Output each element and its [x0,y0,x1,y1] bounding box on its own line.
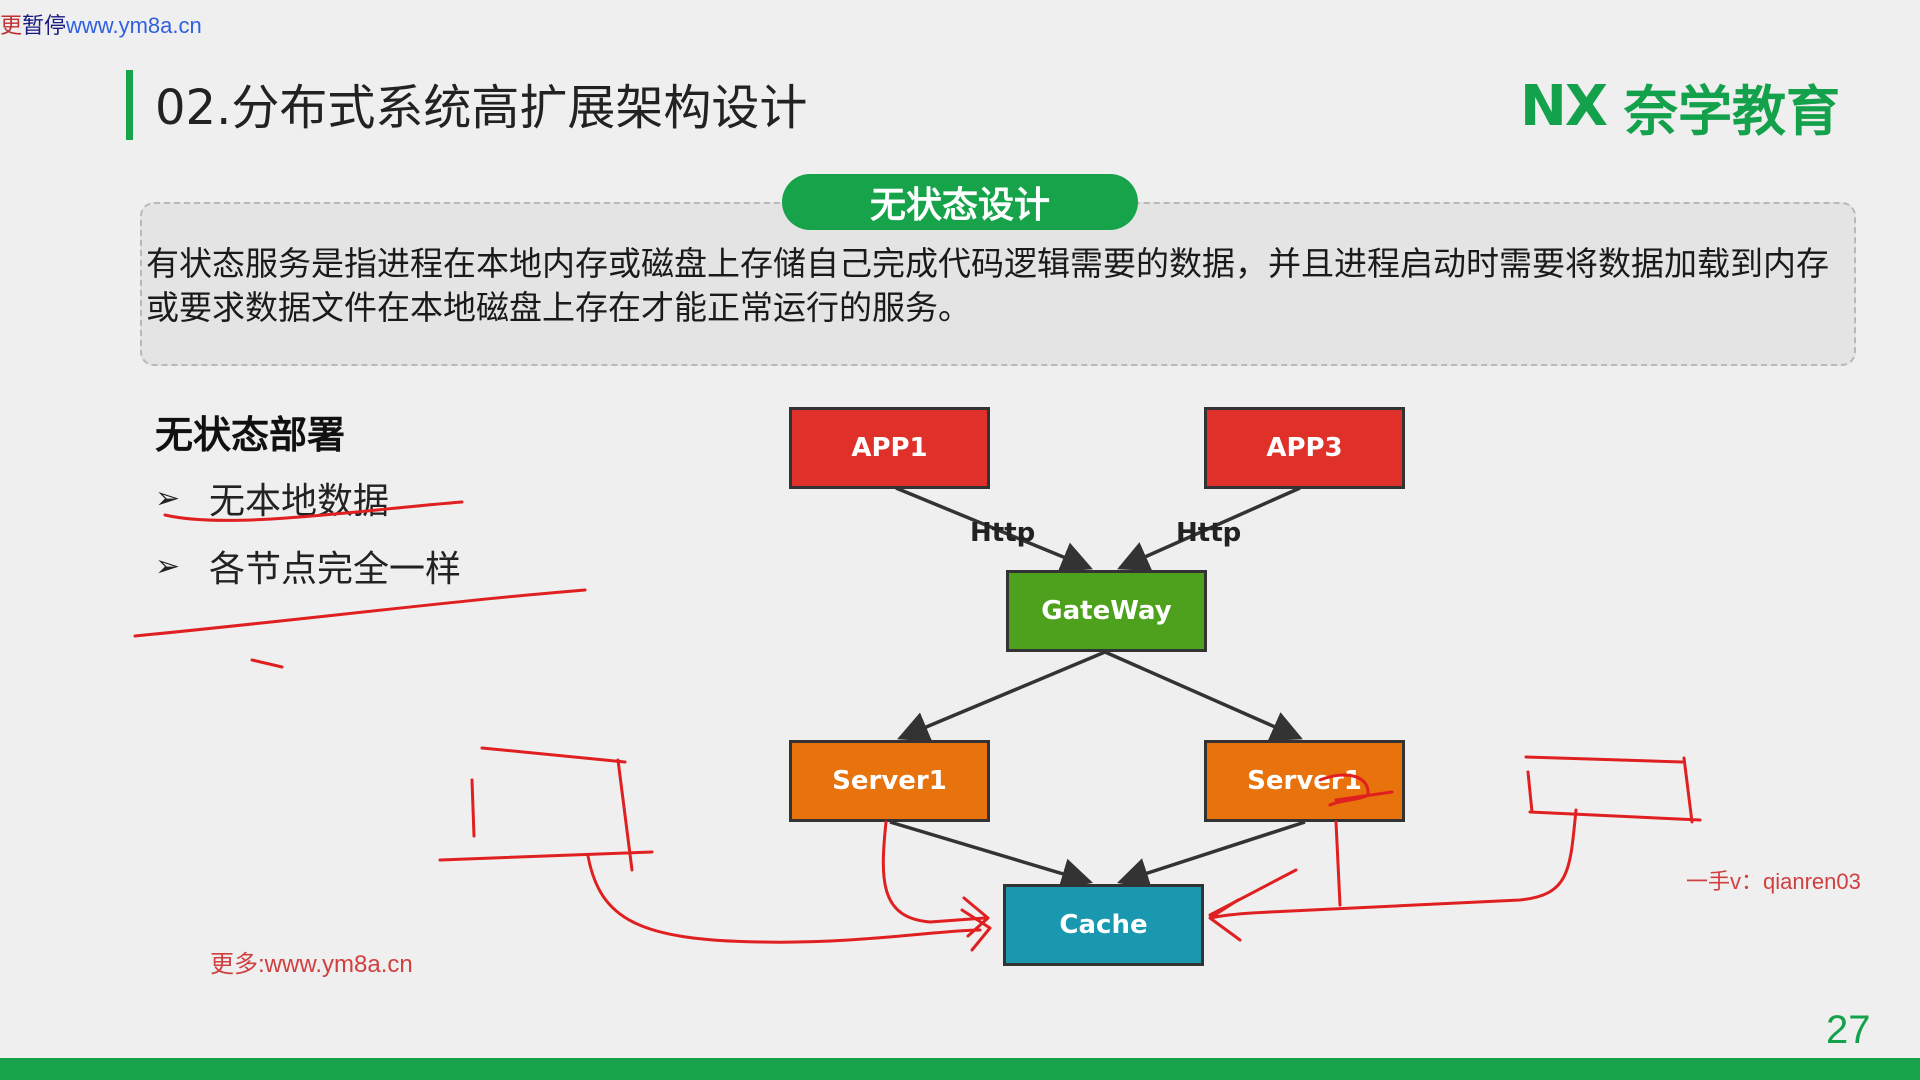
bottom-band [0,1058,1920,1080]
definition-pill: 无状态设计 [782,174,1138,230]
edge-label-left: Http [970,518,1036,548]
bullet-text: 无本地数据 [209,481,390,522]
scribble-dash [250,658,284,669]
underline-no-local-data [163,500,464,522]
node-app3: APP3 [1204,407,1405,489]
page-number: 27 [1826,1008,1871,1052]
edge-label-right: Http [1176,518,1242,548]
node-server1-right: Server1 [1204,740,1405,822]
edge-app3-gateway [1117,486,1301,571]
edge-gateway-server-right [1104,650,1303,741]
logo-mark: NX [1520,73,1608,139]
edge-server-left-cache [889,820,1094,889]
edge-server-right-cache [1117,820,1306,889]
more-link[interactable]: 更多:www.ym8a.cn [210,951,413,978]
title-accent-bar [126,70,133,140]
node-app1: APP1 [789,407,990,489]
bullet-text: 各节点完全一样 [209,549,462,590]
brand-logo: NX 奈学教育 [1520,73,1840,143]
node-server1-left: Server1 [789,740,990,822]
slide-title: 02.分布式系统高扩展架构设计 [155,80,808,136]
box-right [1524,755,1702,824]
scribble-server-right [1318,773,1394,807]
arrow-right-to-cache [1208,808,1578,942]
node-gateway: GateWay [1006,570,1207,652]
node-cache: Cache [1003,884,1204,966]
pause-label[interactable]: 暂停 [22,13,67,38]
bullet-item: ➢ 无本地数据 [155,472,389,524]
underline-identical-nodes [133,588,587,638]
logo-name: 奈学教育 [1624,79,1841,143]
bullet-arrow-icon: ➢ [155,548,181,584]
deployment-heading: 无状态部署 [155,413,346,457]
arrow-server-right-to-cache [1208,820,1342,917]
contact-note: 一手v：qianren03 [1686,869,1861,894]
edge-app1-gateway [895,486,1093,572]
arrow-server-left-to-cache [881,820,990,938]
watermark-site: www.ym8a.cn [66,13,202,38]
bullet-arrow-icon: ➢ [155,480,181,516]
box-left [438,746,654,872]
arrow-left-to-cache [586,854,992,952]
edge-gateway-server-left [897,650,1106,742]
top-watermark: 更暂停www.ym8a.cn [0,8,202,40]
watermark-prefix: 更 [0,13,23,38]
definition-text: 有状态服务是指进程在本地内存或磁盘上存储自己完成代码逻辑需要的数据，并且进程启动… [146,244,1829,327]
bullet-item: ➢ 各节点完全一样 [155,540,461,592]
